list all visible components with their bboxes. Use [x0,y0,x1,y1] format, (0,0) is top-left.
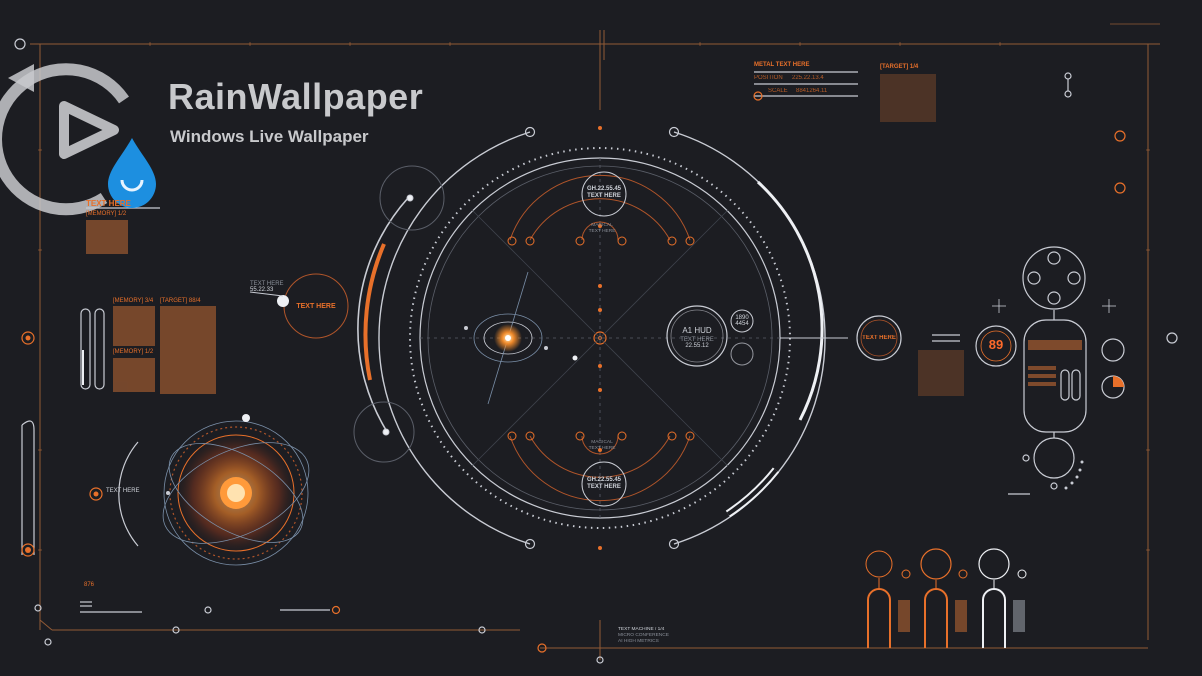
planet-label: TEXT HERE [106,488,140,494]
hud-title: A1 HUD [682,326,712,335]
app-title: RainWallpaper [168,76,424,117]
memory-label-1: [MEMORY] 1/2 [86,211,127,217]
dot-arc [1064,460,1084,490]
right-side [753,71,1126,495]
inner-top-sub: TEXT HERE [588,228,616,234]
bottom-line-1: TEXT MACHINE / 1/4 [618,627,665,632]
outer-frame [30,30,1160,660]
bottom-gauges [865,548,1027,648]
outer-arcs [353,126,848,550]
frame-nodes [14,38,1178,664]
a1-hud-circle [666,305,754,367]
ring-dots [598,126,602,550]
scale-label: SCALE [768,88,788,94]
right-orange-fills [880,74,1082,396]
bottom-coord: GH.22.55.45 [586,477,622,483]
left-textblocks [86,220,216,394]
inner-top-label: MAGICAL [591,222,613,228]
ring-nodes [507,236,695,441]
inner-bottom-sub: TEXT HERE [588,445,616,451]
frame-ticks [38,23,1160,551]
inner-bottom-label: MAGICAL [591,439,613,445]
bubble-label: TEXT HERE [296,303,336,310]
rainwallpaper-logo-icon [0,63,156,216]
orange-planet [162,414,310,566]
left-controls [21,207,341,615]
memory-label-2: [MEMORY] 3/4 [113,298,154,304]
ring-label: TEXT HERE [862,335,896,341]
gauge-textblocks [898,600,1025,632]
bubble-coord-label: TEXT HERE [250,281,284,287]
hud-coord: 22.55.12 [685,343,709,349]
orbit-planet [464,271,578,405]
bottom-line-3: AI HIGH METRICS [618,639,659,644]
small-num-1: 1890 [735,315,749,321]
top-text: TEXT HERE [587,193,621,199]
code-label: 876 [84,582,95,588]
memory-label-3: [MEMORY] 1/2 [113,349,154,355]
bottom-text: TEXT HERE [587,484,621,490]
panel-heading: METAL TEXT HERE [754,62,810,68]
left-text-here: TEXT HERE [86,199,131,208]
target-label-left: [TARGET] 88/4 [160,298,201,304]
top-coord: GH.22.55.45 [586,186,622,192]
hud-text: TEXT HERE [680,337,714,343]
scale-value: 8841264.11 [796,88,828,94]
counter-value: 89 [988,337,1004,352]
target-label: [TARGET] 1/4 [880,64,919,70]
left-bubble [249,273,349,339]
bottom-line-2: MICRO CONFERENCE [618,633,669,638]
main-ring [409,147,791,529]
position-value: 225.22.13.4 [792,75,824,81]
app-subtitle: Windows Live Wallpaper [170,127,369,146]
bubble-coord: 55.22.33 [250,287,274,293]
position-label: POSITION [754,75,783,81]
small-num-2: 4454 [735,321,749,327]
